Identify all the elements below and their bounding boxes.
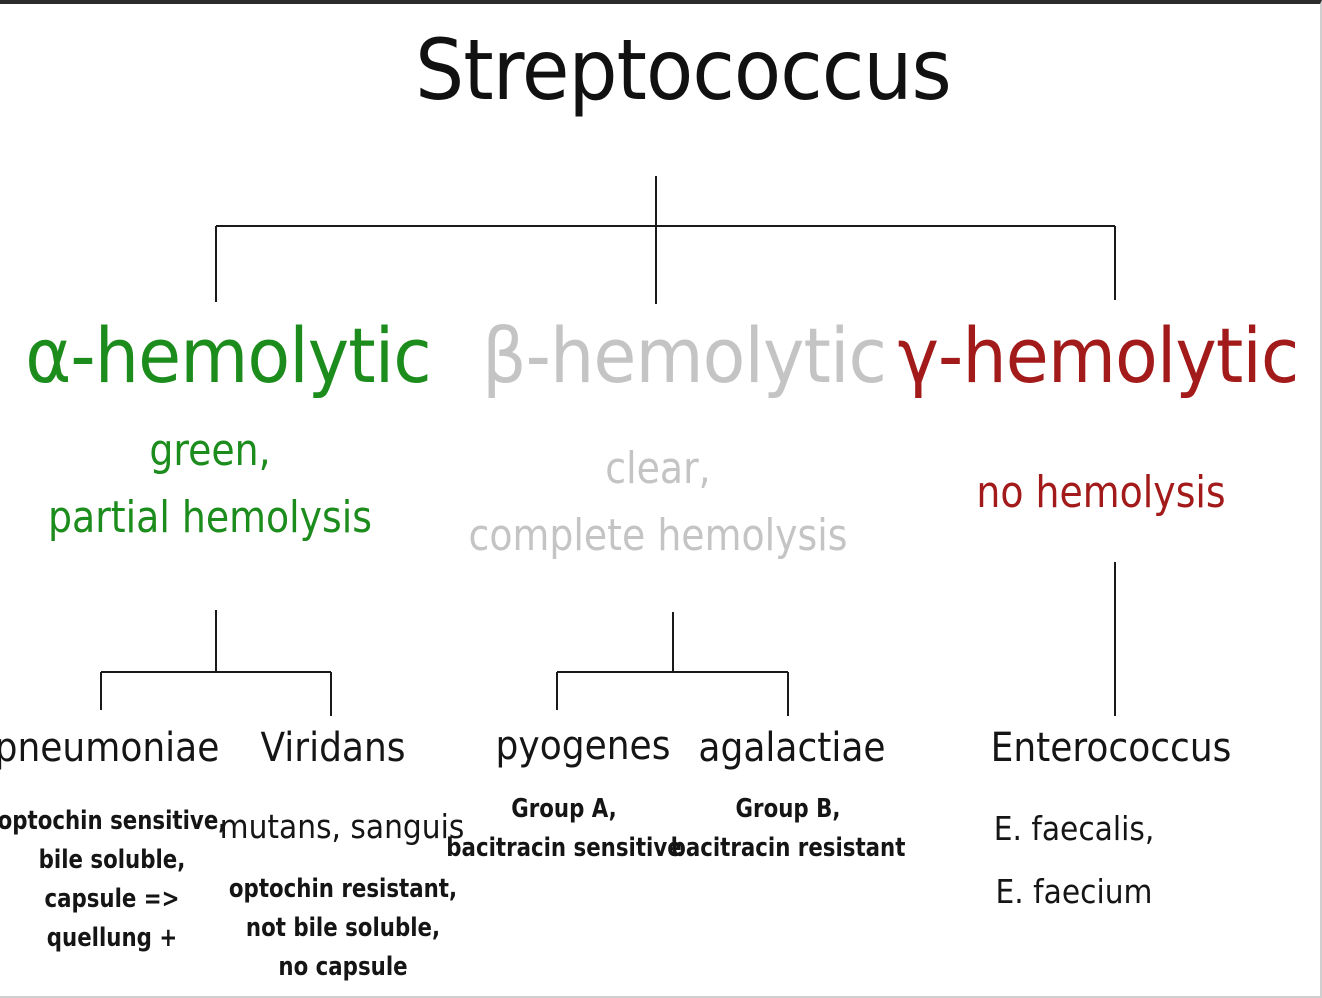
pneumoniae-note-3: capsule => [44,884,180,914]
agalactiae-note-1: Group B, [735,794,841,824]
beta-hemolytic-heading: β-hemolytic [481,311,887,400]
alpha-hemolytic-heading: α-hemolytic [25,311,431,400]
beta-description: clear, complete hemolysis [469,436,848,570]
agalactiae-note-2: bacitracin resistant [670,833,906,863]
alpha-description: green, partial hemolysis [48,418,372,552]
alpha-description-line-2: partial hemolysis [48,491,372,543]
viridans-note-2: not bile soluble, [245,913,441,943]
gamma-hemolytic-heading: γ-hemolytic [897,311,1300,400]
species-pneumoniae: pneumoniae [0,725,220,771]
pneumoniae-note-2: bile soluble, [38,845,186,875]
species-agalactiae: agalactiae [698,725,886,771]
enterococcus-note-2: E. faecium [995,871,1153,911]
viridans-note-3: no capsule [278,952,408,982]
species-viridans: Viridans [260,725,406,771]
agalactiae-notes: Group B, bacitracin resistant [671,790,906,868]
viridans-note-1: optochin resistant, [228,874,458,904]
pyogenes-notes: Group A, bacitracin sensitive [446,790,681,868]
pneumoniae-note-4: quellung + [46,923,178,953]
beta-description-line-2: complete hemolysis [468,509,848,561]
beta-description-line-1: clear, [605,443,711,494]
pyogenes-note-1: Group A, [511,794,617,824]
viridans-subtitle: mutans, sanguis [219,807,465,846]
pyogenes-note-2: bacitracin sensitive [446,833,682,863]
pneumoniae-note-1: optochin sensitive, [0,806,227,836]
enterococcus-notes: E. faecalis, E. faecium [994,798,1155,923]
gamma-description-line-1: no hemolysis [976,467,1226,518]
diagram-title: Streptococcus [415,21,952,119]
tree-connectors [100,176,1116,716]
pneumoniae-notes: optochin sensitive, bile soluble, capsul… [0,802,226,958]
viridans-notes: optochin resistant, not bile soluble, no… [229,870,457,987]
enterococcus-note-1: E. faecalis, [993,809,1155,848]
species-enterococcus: Enterococcus [990,725,1232,771]
gamma-description: no hemolysis [976,460,1225,527]
alpha-description-line-1: green, [149,425,271,476]
species-pyogenes: pyogenes [495,723,671,769]
